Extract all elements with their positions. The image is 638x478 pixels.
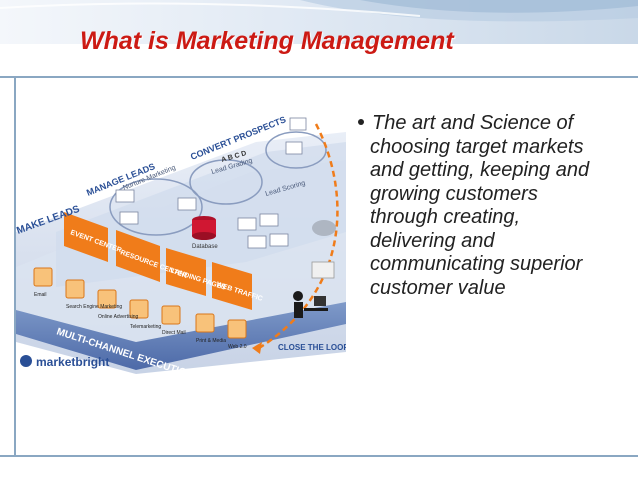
bullet-line-7: communicating superior	[370, 253, 583, 275]
close-loop-arrowhead	[252, 342, 262, 354]
report-chart-icon	[311, 261, 335, 279]
channel-label: Telemarketing	[130, 324, 161, 330]
marketbright-logo: marketbright	[20, 355, 109, 369]
bullet-line-1: The art and Science of	[354, 112, 634, 136]
header-wave-graphic	[0, 0, 638, 44]
frame-left-line	[14, 76, 16, 456]
execution-strip	[16, 302, 346, 370]
storage-disc-icon	[312, 220, 336, 236]
diagram-label-close-the-loop: CLOSE THE LOOP	[278, 343, 346, 352]
bullet-line-1-text: The art and Science of	[372, 112, 574, 134]
grading-cycle	[189, 159, 263, 205]
bullet-line-8: customer value	[370, 276, 506, 299]
bullet-line-5: through creating,	[370, 206, 521, 228]
bullet-line-6: delivering and	[370, 229, 495, 252]
channel-label: Email	[34, 292, 47, 298]
bullet-dot-icon	[358, 119, 364, 126]
header-band	[0, 0, 638, 44]
channel-icons	[33, 267, 247, 339]
bullet-line-3: and getting, keeping and	[370, 159, 590, 181]
nurture-cycle	[109, 178, 203, 236]
channel-label: Web 2.0	[228, 344, 247, 350]
channel-label: Direct Mail	[162, 330, 186, 336]
bullet-line-4: growing customers	[370, 182, 538, 205]
close-loop-arrow	[255, 123, 339, 352]
footer-line	[0, 455, 638, 457]
frame-top-line	[0, 76, 638, 78]
convert-cycle	[265, 131, 327, 169]
svg-text:marketbright: marketbright	[36, 355, 109, 369]
bullet-line-2: choosing target markets	[370, 135, 584, 158]
database-icon	[192, 216, 216, 240]
diagram-label-database: Database	[192, 244, 218, 250]
slide-title: What is Marketing Management	[80, 27, 454, 55]
analyst-at-desk-icon	[293, 291, 328, 318]
channel-label: Print & Media	[196, 338, 226, 344]
document-tiles	[115, 117, 307, 249]
definition-bullet: The art and Science of choosing target m…	[354, 112, 634, 300]
channel-label: Search Engine Marketing	[66, 304, 122, 310]
execution-channel-boxes	[64, 212, 252, 310]
channel-label: Online Advertising	[98, 314, 139, 320]
